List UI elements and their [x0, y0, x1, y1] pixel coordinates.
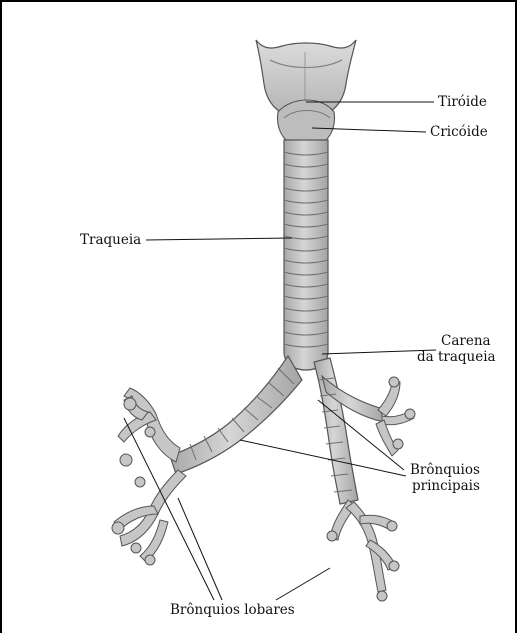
left-lobar-bronchi	[112, 388, 186, 565]
label-cricoide: Cricóide	[430, 124, 488, 140]
left-main-bronchus	[170, 356, 302, 474]
label-tiroide: Tiróide	[438, 94, 487, 110]
leader-line-lobar-left-lower	[178, 498, 222, 600]
leader-line-traqueia	[146, 238, 292, 240]
right-main-bronchus	[314, 358, 384, 504]
label-carena-line2: da traqueia	[417, 349, 496, 365]
label-bronquios-principais-line2: principais	[412, 478, 480, 494]
label-traqueia: Traqueia	[80, 232, 141, 248]
leader-line-lobar-right	[276, 568, 330, 600]
cricoid-cartilage	[277, 100, 334, 145]
leader-line-bronquio-principal-left	[240, 440, 406, 476]
label-bronquios-principais-line1: Brônquios	[410, 462, 480, 478]
label-carena-line1: Carena	[441, 333, 491, 349]
trachea	[284, 140, 328, 370]
label-bronquios-lobares: Brônquios lobares	[170, 602, 295, 618]
